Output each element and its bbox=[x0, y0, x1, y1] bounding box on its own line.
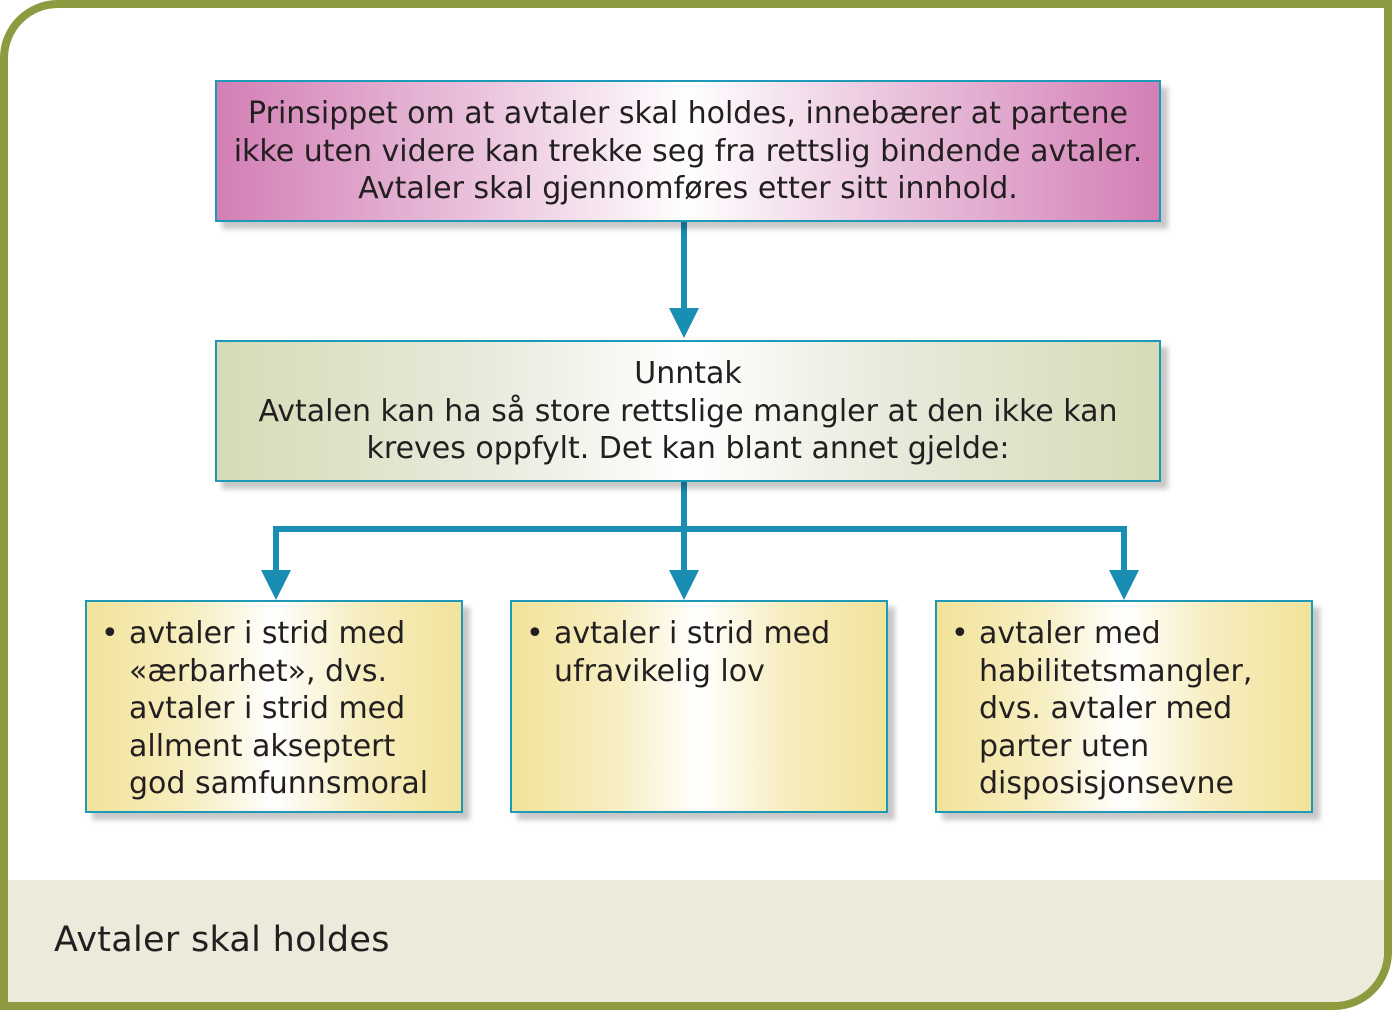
arrowhead-exception bbox=[669, 308, 699, 338]
exception-line-1: Avtalen kan ha så store rettslige mangle… bbox=[258, 393, 1118, 429]
exception-line-2: kreves oppfylt. Det kan blant annet gjel… bbox=[366, 431, 1010, 466]
case-box-capacity: • avtaler med habilitetsmangler, dvs. av… bbox=[935, 600, 1313, 813]
bullet-marker: • bbox=[951, 616, 969, 651]
arrowhead-case-right bbox=[1109, 570, 1139, 600]
exception-box: Unntak Avtalen kan ha så store rettslige… bbox=[215, 340, 1161, 482]
bullet-marker: • bbox=[526, 616, 544, 651]
principle-line-3: Avtaler skal gjennomføres etter sitt inn… bbox=[358, 171, 1018, 206]
case-text-capacity: avtaler med habilitetsmangler, dvs. avta… bbox=[979, 616, 1253, 801]
case-text-mandatory-law: avtaler i strid med ufravikelig lov bbox=[554, 616, 831, 689]
case-box-mandatory-law: • avtaler i strid med ufravikelig lov bbox=[510, 600, 888, 813]
principle-line-1: Prinsippet om at avtaler skal holdes, in… bbox=[248, 96, 1128, 131]
bullet-marker: • bbox=[101, 616, 119, 651]
principle-line-2: ikke uten videre kan trekke seg fra rett… bbox=[233, 133, 1143, 169]
figure-caption: Avtaler skal holdes bbox=[54, 920, 390, 960]
connector-arrows bbox=[261, 222, 1139, 600]
exception-heading: Unntak bbox=[634, 356, 742, 391]
case-box-morality: • avtaler i strid med «ærbarhet», dvs. a… bbox=[85, 600, 463, 813]
arrowhead-case-left bbox=[261, 570, 291, 600]
arrowhead-case-middle bbox=[669, 570, 699, 600]
case-text-morality: avtaler i strid med «ærbarhet», dvs. avt… bbox=[129, 616, 429, 801]
principle-box: Prinsippet om at avtaler skal holdes, in… bbox=[215, 80, 1161, 222]
caption-band: Avtaler skal holdes bbox=[8, 880, 1384, 1002]
